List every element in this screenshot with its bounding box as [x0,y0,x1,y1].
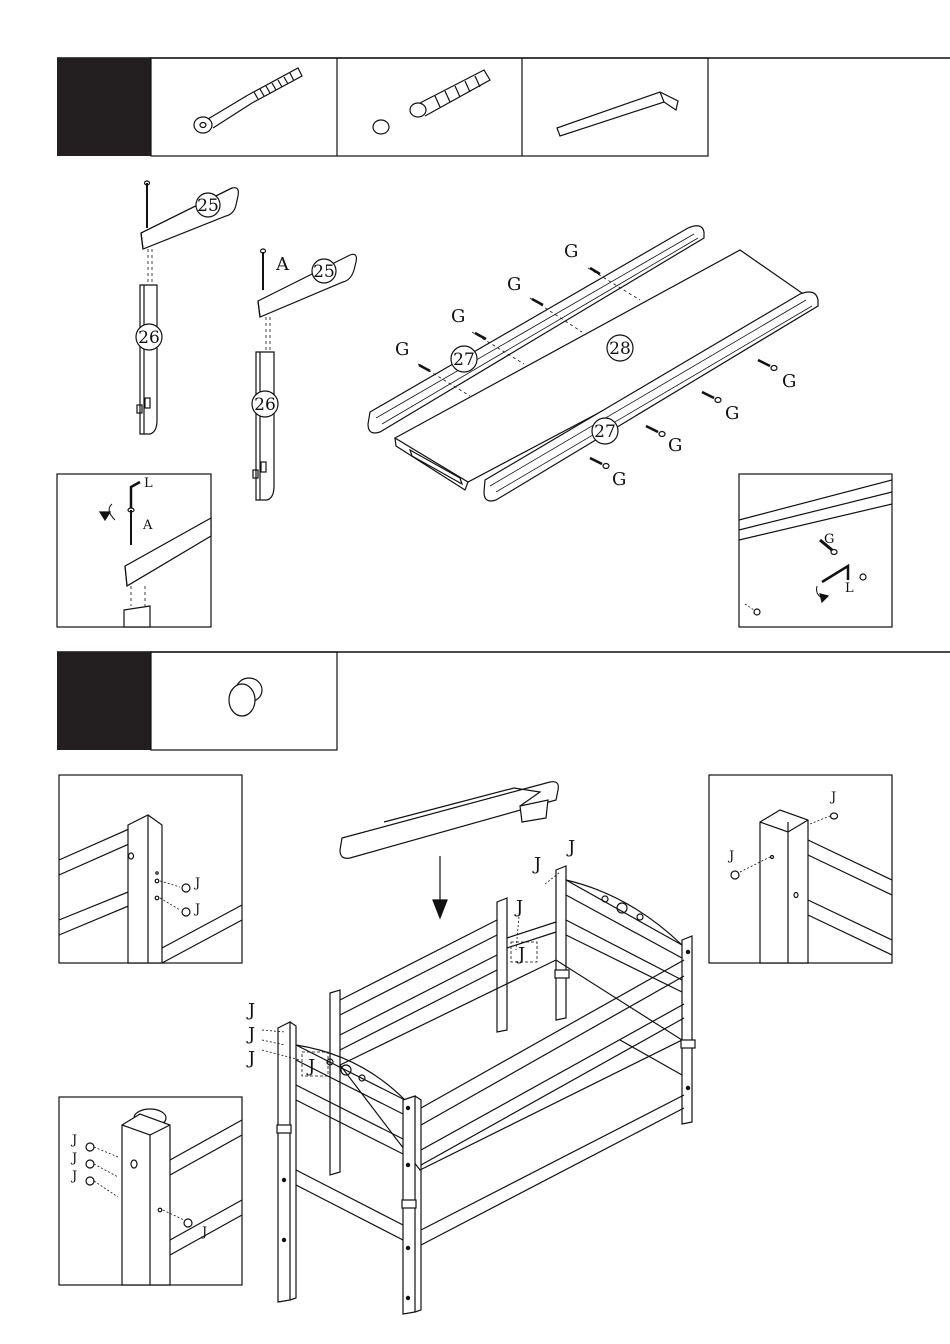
bed-cap-j-labels: J J J J J J J J [246,837,575,1077]
bed-frame-assembly [262,782,695,1314]
side-rails-assembly [368,226,818,501]
detail-dowel-tightening [739,474,892,627]
rail-25-left-assembly [137,181,238,434]
part-25-left-label: 25 [196,193,220,217]
detail-rt-j1: J [829,790,836,805]
allen-key-icon [557,92,678,136]
detail-lb-j2: J [70,1151,77,1166]
svg-text:J: J [246,1048,255,1069]
svg-text:27: 27 [453,350,475,370]
detail-lb-j3: J [70,1169,77,1184]
detail-caps-left-bottom [59,1097,242,1285]
detail-rt-j2: J [727,849,734,864]
svg-text:G: G [668,435,682,456]
part-26-right-label: 26 [252,391,278,417]
cam-dowel-icon [373,70,490,134]
svg-text:J: J [246,1000,255,1021]
svg-text:25: 25 [197,196,219,216]
part-28-label: 28 [607,335,633,361]
rail-25-right-assembly [253,249,356,500]
svg-text:G: G [507,274,521,295]
step1-number-block [57,58,151,156]
svg-text:J: J [514,897,523,918]
svg-text:G: G [612,469,626,490]
detail-lt-j2: J [193,902,200,917]
svg-text:26: 26 [254,395,276,415]
svg-text:G: G [564,241,578,262]
svg-text:G: G [725,403,739,424]
svg-text:G: G [395,339,409,360]
detail-lb-j1: J [70,1133,77,1148]
detail-caps-right-top [709,775,892,963]
part-27-back-label: 27 [451,346,477,372]
cap-knob-icon [229,678,262,716]
key-l-label: L [144,476,153,491]
detail-caps-left-top [59,775,242,963]
step2-number-block [57,652,151,750]
detail-dowel-g-label: G [824,532,834,547]
svg-text:J: J [516,944,525,965]
step2-header [57,652,950,750]
detail-lt-j1: J [193,876,200,891]
svg-text:28: 28 [609,339,631,359]
bolt-a-label: A [275,254,290,275]
part-25-right-label: 25 [312,259,336,283]
svg-text:J: J [532,854,541,875]
step1-header [57,58,950,156]
detail-lb-j4: J [200,1225,207,1240]
part-27-front-label: 27 [592,418,618,444]
long-bolt-icon [194,68,302,133]
detail-bolt-tightening [57,474,211,627]
detail-key-l-label: L [845,581,854,596]
svg-text:27: 27 [594,422,616,442]
part-26-left-label: 26 [136,324,162,350]
detail-bolt-a-label: A [142,518,153,533]
svg-text:J: J [306,1056,315,1077]
svg-text:26: 26 [138,328,160,348]
svg-text:J: J [566,837,575,858]
svg-text:J: J [246,1024,255,1045]
svg-text:25: 25 [313,262,335,282]
svg-text:G: G [782,371,796,392]
svg-text:G: G [451,306,465,327]
